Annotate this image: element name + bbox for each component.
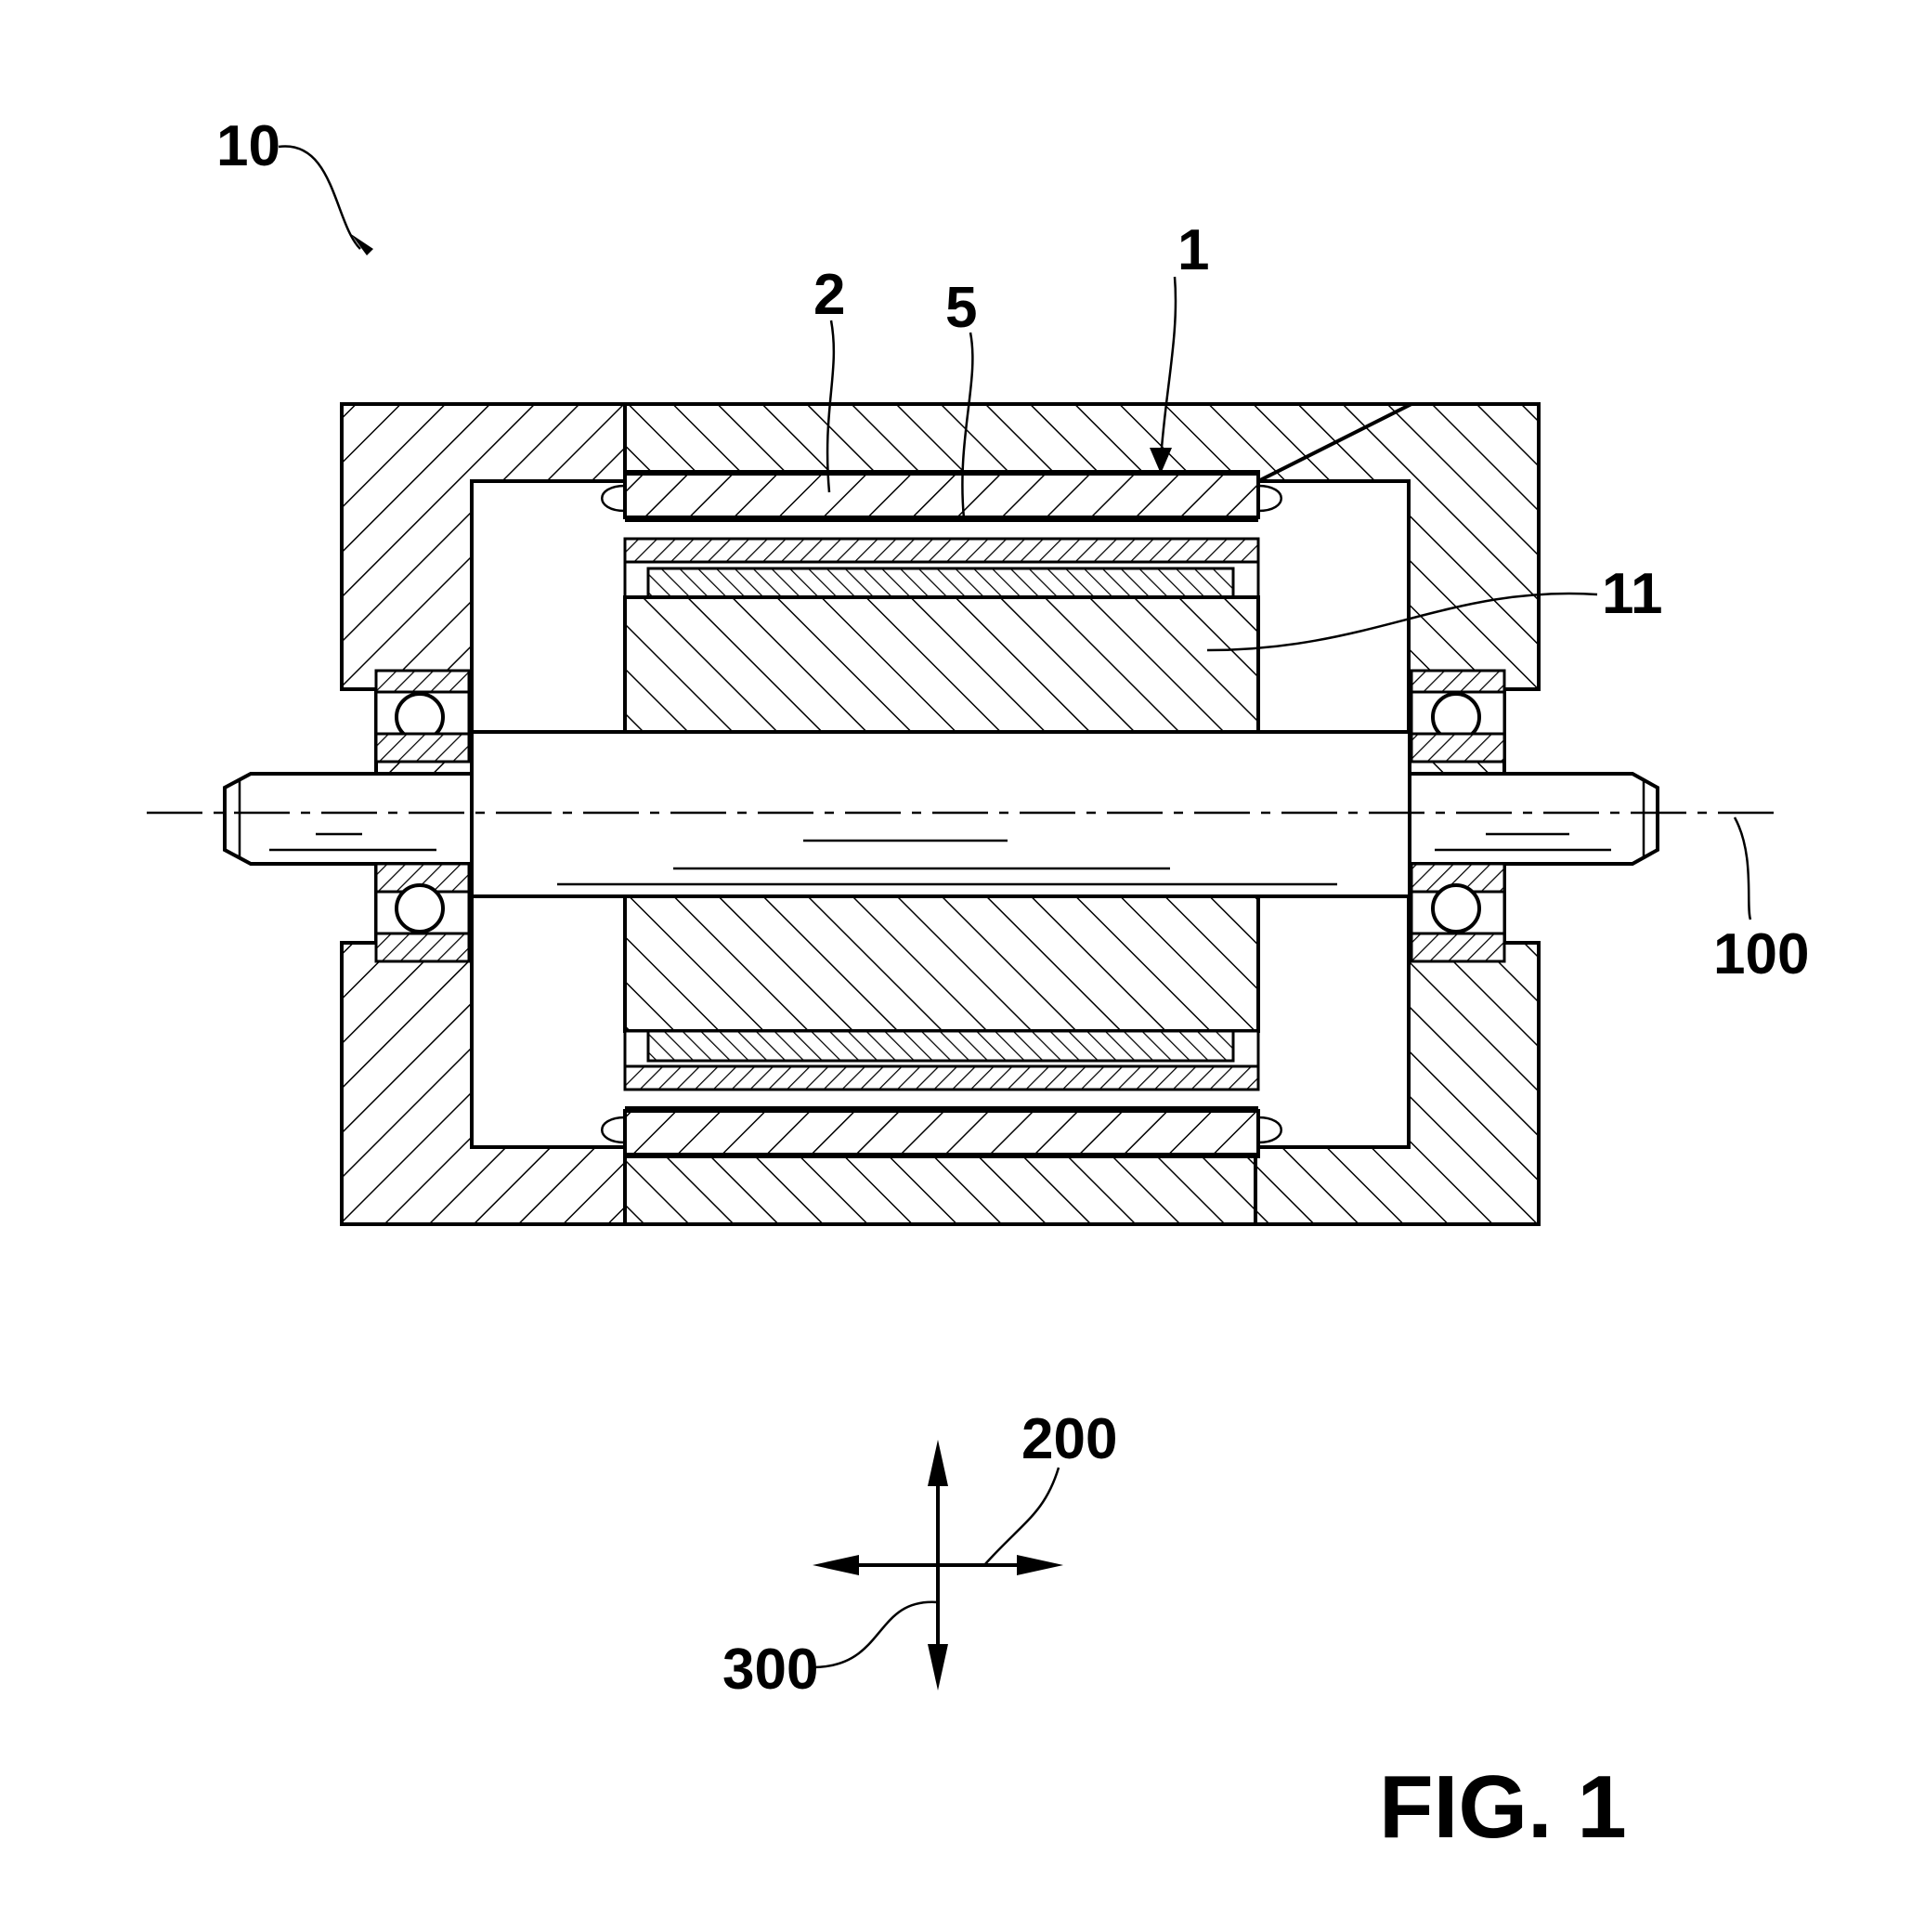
ref-winding-label: 2 <box>813 263 845 327</box>
leader-lines <box>278 145 1752 920</box>
direction-arrows <box>812 1440 1063 1690</box>
stator-winding-top <box>601 472 1282 522</box>
stator-winding-bottom <box>601 1106 1282 1156</box>
housing-right-cap <box>1254 402 1541 1226</box>
rotor-top <box>623 537 1260 734</box>
bearing-top-left <box>374 669 471 764</box>
ref-rotor-label: 11 <box>1602 562 1663 626</box>
ref-gap-layer-label: 5 <box>945 276 977 340</box>
housing-shell-bottom <box>623 1145 1260 1226</box>
shaft <box>223 730 1659 898</box>
ref-axial-direction-label: 200 <box>1021 1407 1117 1471</box>
rotor-bottom <box>623 894 1260 1091</box>
ref-machine-label: 10 <box>216 114 280 178</box>
bearing-top-right <box>1410 669 1506 764</box>
ref-stator-label: 1 <box>1177 218 1209 282</box>
bearing-bottom-left <box>374 862 471 963</box>
ref-radial-direction-label: 300 <box>722 1638 818 1702</box>
ref-axis-label: 100 <box>1713 922 1809 986</box>
bearing-bottom-right <box>1410 862 1506 963</box>
figure-label: FIG. 1 <box>1379 1757 1627 1857</box>
